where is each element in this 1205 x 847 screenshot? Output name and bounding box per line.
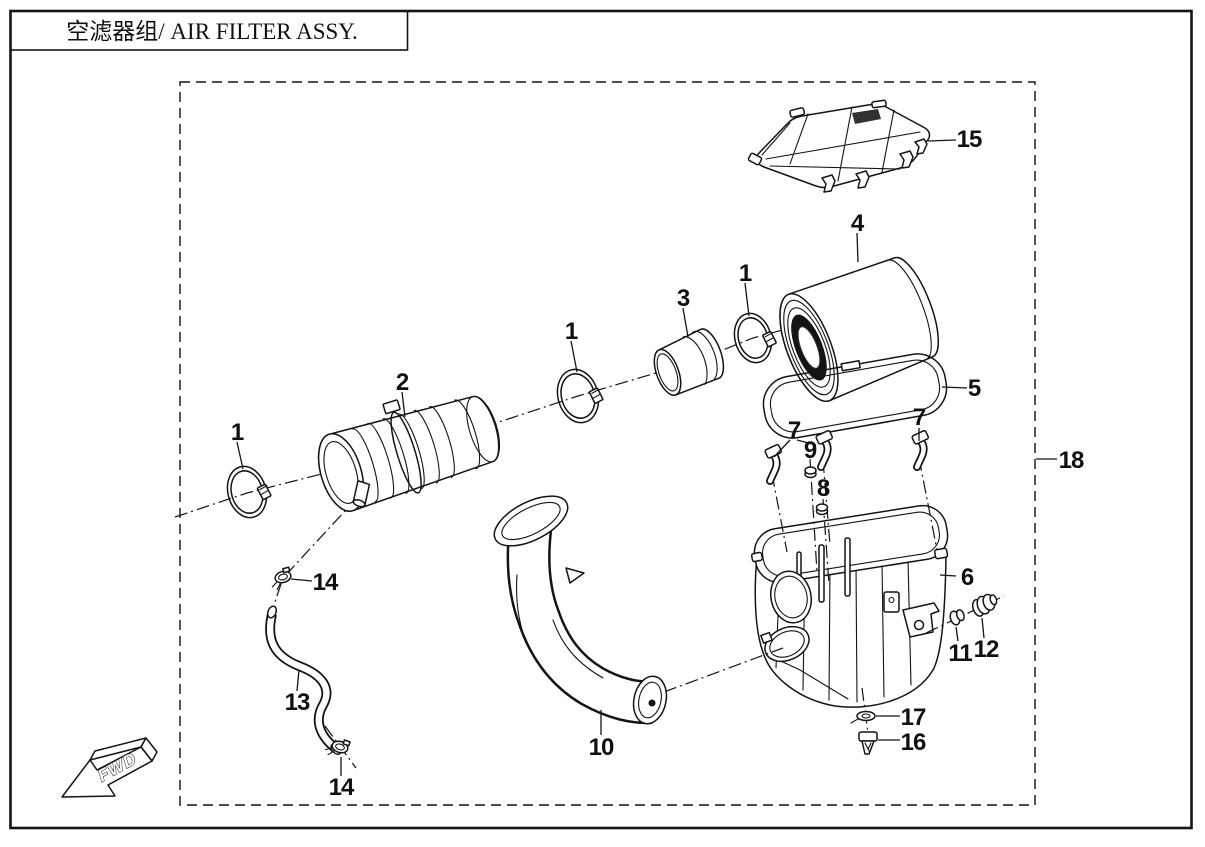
part-2-hose-nipple-icon — [352, 479, 371, 508]
callout-13: 13 — [285, 689, 310, 716]
callout-10: 10 — [589, 734, 614, 761]
part-6-airbox-body-icon — [750, 504, 949, 708]
assembly-boundary — [179, 81, 1036, 806]
part-13-drain-hose-icon — [265, 605, 342, 756]
page-title: 空滤器组/ AIR FILTER ASSY. — [66, 19, 357, 44]
part-16-drain-valve-icon — [858, 731, 878, 755]
callout-14: 14 — [329, 774, 355, 801]
part-1-hose-clamp-icon — [733, 312, 777, 364]
part-17-clamp-icon — [850, 710, 876, 724]
callout-1: 1 — [231, 419, 244, 446]
part-8-nut-icon — [815, 503, 829, 516]
title-box — [9, 10, 409, 51]
airbox-mount-bracket — [902, 602, 940, 638]
part-12-damper-icon — [971, 593, 998, 617]
part-10-intake-duct-icon — [493, 495, 668, 725]
callouts: 1 1 1 2 3 4 5 6 7 7 8 9 10 11 12 13 14 1… — [231, 126, 1085, 801]
part-1-hose-clamp-icon — [556, 368, 604, 424]
callout-16: 16 — [901, 729, 926, 756]
callout-17: 17 — [901, 704, 926, 731]
callout-5: 5 — [968, 375, 981, 402]
callout-1: 1 — [739, 260, 752, 287]
part-9-nut-icon — [804, 466, 817, 479]
callout-7: 7 — [913, 404, 926, 431]
callout-2: 2 — [396, 369, 409, 396]
part-7-clip-icon — [764, 443, 783, 485]
callout-14: 14 — [313, 569, 339, 596]
callout-15: 15 — [957, 126, 982, 153]
fwd-arrow-icon: FWD — [61, 737, 158, 798]
callout-7: 7 — [788, 417, 801, 444]
page-border — [9, 9, 1193, 830]
callout-11: 11 — [948, 640, 972, 667]
part-15-airbox-cover-icon — [747, 99, 931, 193]
part-5-seal-gasket-icon — [762, 353, 948, 439]
part-14-clip-icon — [271, 566, 292, 591]
part-4-filter-element-icon — [779, 256, 940, 403]
part-7-clip-icon — [911, 429, 930, 471]
part-14-clip-icon — [324, 739, 351, 756]
part-2-intake-hose-icon — [317, 395, 500, 512]
callout-18: 18 — [1059, 447, 1084, 474]
callout-9: 9 — [804, 437, 817, 464]
part-3-connector-tube-icon — [653, 328, 725, 396]
part-1-hose-clamp-icon — [226, 465, 272, 519]
callout-3: 3 — [677, 285, 690, 312]
callout-12: 12 — [974, 636, 999, 663]
callout-6: 6 — [961, 564, 974, 591]
callout-8: 8 — [817, 475, 830, 502]
part-11-grommet-icon — [949, 609, 965, 626]
leader-lines — [236, 139, 1057, 776]
callout-1: 1 — [565, 318, 578, 345]
part-7-clip-icon — [815, 429, 834, 471]
callout-4: 4 — [851, 210, 865, 237]
